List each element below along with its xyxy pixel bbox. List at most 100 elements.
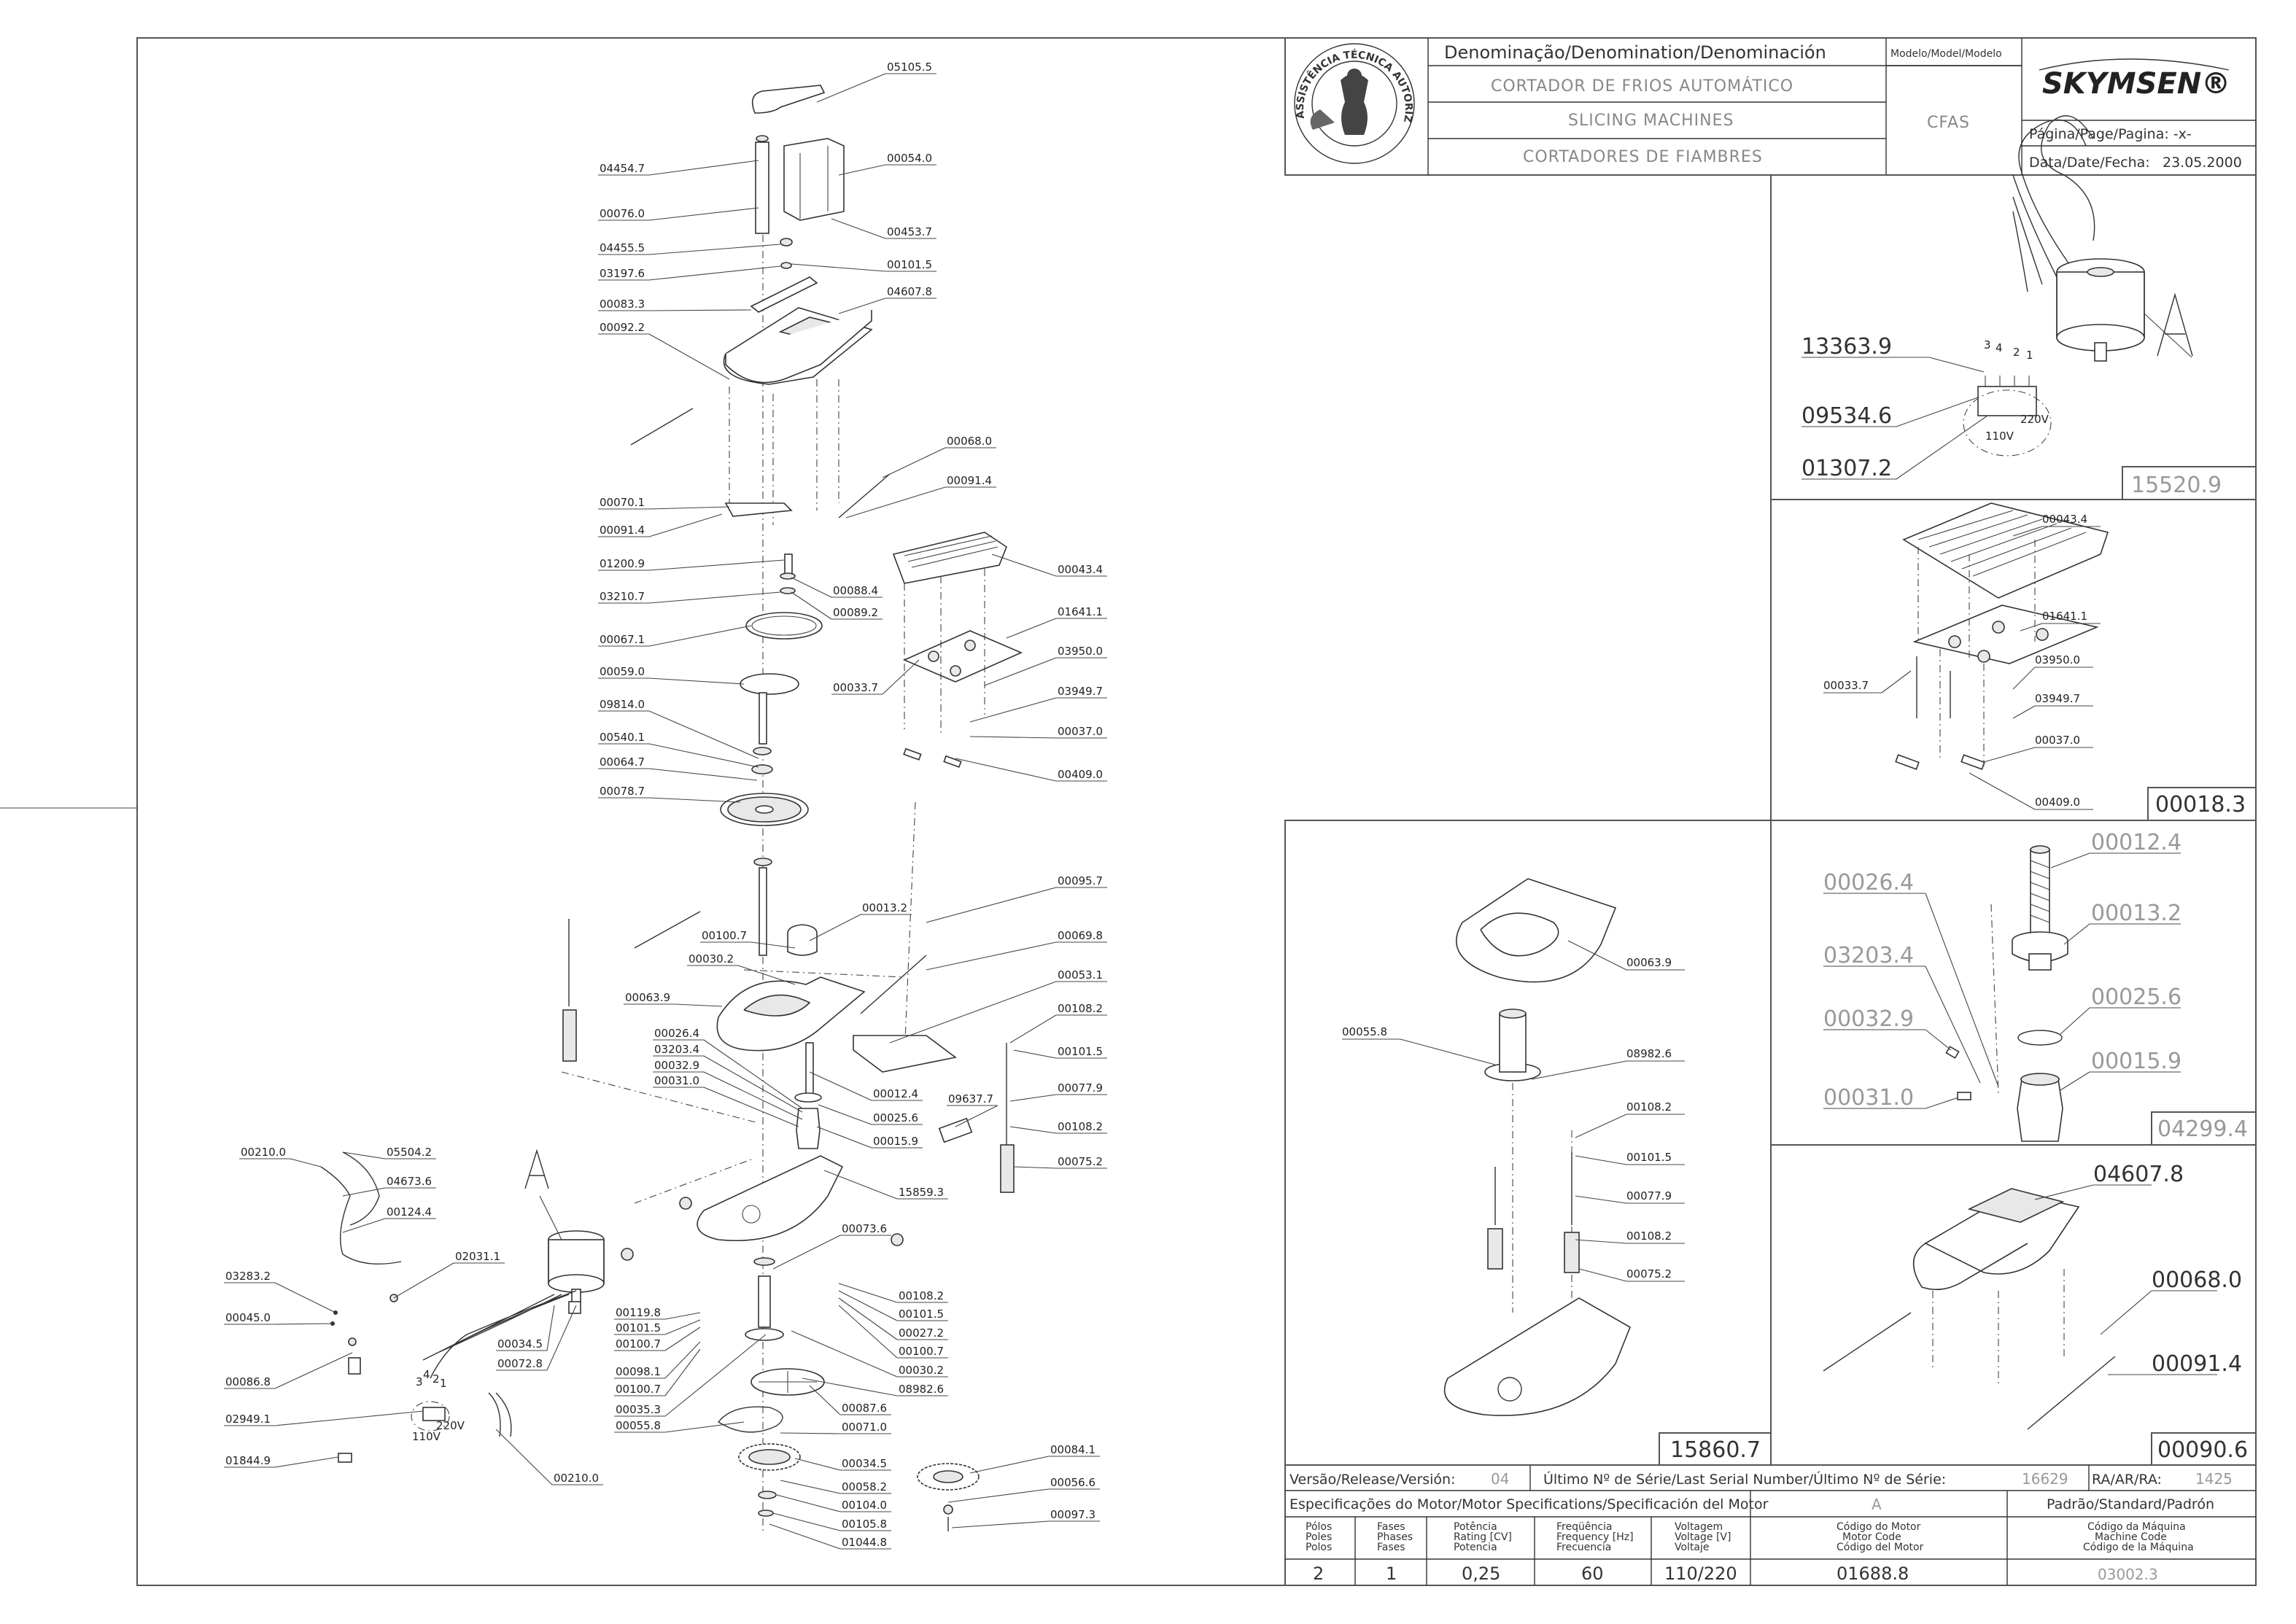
svg-text:03949.7: 03949.7 bbox=[1058, 685, 1103, 698]
col-phases-en: Phases bbox=[1377, 1531, 1413, 1543]
callout-00409-0: 00409.0 bbox=[2035, 796, 2080, 809]
svg-text:09637.7: 09637.7 bbox=[948, 1092, 993, 1106]
col-voltage-es: Voltaje bbox=[1675, 1542, 1710, 1553]
version-label: Versão/Release/Versión: bbox=[1289, 1472, 1456, 1488]
svg-text:00124.4: 00124.4 bbox=[387, 1205, 432, 1219]
callout-00453-7: 00453.7 bbox=[831, 218, 936, 239]
pusher-guard bbox=[783, 138, 845, 221]
col-machine-code-es: Código de la Máquina bbox=[2083, 1542, 2194, 1553]
svg-text:00068.0: 00068.0 bbox=[947, 435, 992, 448]
terminal-3: 3 bbox=[1984, 338, 1991, 351]
value-poles: 2 bbox=[1313, 1563, 1324, 1584]
svg-text:00031.0: 00031.0 bbox=[654, 1074, 699, 1087]
svg-text:15859.3: 15859.3 bbox=[899, 1186, 944, 1199]
col-frequency-en: Frequency [Hz] bbox=[1556, 1531, 1634, 1543]
denomination-header: Denominação/Denomination/Denominación bbox=[1444, 42, 1826, 63]
callout-00031-0: 00031.0 bbox=[653, 1074, 799, 1127]
callout-00045-0: 00045.0 bbox=[224, 1311, 333, 1325]
svg-text:00108.2: 00108.2 bbox=[1058, 1002, 1103, 1015]
callout-03950-0: 03950.0 bbox=[2035, 653, 2080, 667]
svg-text:03203.4: 03203.4 bbox=[654, 1043, 699, 1056]
svg-text:00104.0: 00104.0 bbox=[842, 1499, 887, 1512]
authorized-service-stamp: ASSISTÊNCIA TÉCNICA AUTORIZADA bbox=[0, 0, 1415, 164]
callout-00055-8: 00055.8 bbox=[614, 1419, 745, 1433]
col-frequency-es: Frecuencia bbox=[1556, 1542, 1611, 1553]
value-phases: 1 bbox=[1386, 1563, 1397, 1584]
pusher-rod bbox=[755, 141, 769, 234]
callout-00054-0: 00054.0 bbox=[838, 152, 936, 176]
svg-text:00108.2: 00108.2 bbox=[1058, 1120, 1103, 1133]
col-phases-es: Fases bbox=[1377, 1542, 1405, 1553]
svg-text:09814.0: 09814.0 bbox=[600, 698, 645, 711]
svg-text:00030.2: 00030.2 bbox=[689, 952, 734, 966]
col-voltage-pt: Voltagem bbox=[1675, 1521, 1723, 1533]
svg-text:00026.4: 00026.4 bbox=[654, 1027, 699, 1040]
detail-carriage-panel: 04607.8 00068.0 00091.4 00090.6 bbox=[1823, 1162, 2257, 1466]
callout-00059-0: 00059.0 bbox=[598, 665, 745, 685]
svg-text:00119.8: 00119.8 bbox=[616, 1306, 661, 1319]
detail-motor-panel: A 3 4 2 1 110V 220V 13363.9 09534.6 0130… bbox=[1801, 115, 2257, 500]
svg-text:00453.7: 00453.7 bbox=[887, 225, 932, 238]
motor-spec-header: Especificações do Motor/Motor Specificat… bbox=[1289, 1496, 1769, 1512]
callout-03949-7: 03949.7 bbox=[969, 685, 1107, 723]
base-column bbox=[1484, 1009, 1541, 1081]
slicing-blade bbox=[720, 793, 809, 826]
svg-text:00540.1: 00540.1 bbox=[600, 731, 645, 744]
col-rating-en: Rating [CV] bbox=[1454, 1531, 1512, 1543]
value-voltage: 110/220 bbox=[1664, 1563, 1737, 1584]
serial-value: 16629 bbox=[2022, 1470, 2068, 1488]
callout-00108-2b: 00108.2 bbox=[1626, 1229, 1672, 1243]
svg-text:00210.0: 00210.0 bbox=[554, 1472, 599, 1485]
terminal-block: 3 4 2 1 110V 220V bbox=[1963, 338, 2052, 456]
svg-text:00056.6: 00056.6 bbox=[1050, 1476, 1095, 1489]
side-cover bbox=[853, 1035, 957, 1073]
detail-knob-panel: 00012.4 00026.4 00013.2 03203.4 00025.6 … bbox=[1823, 830, 2257, 1146]
drive-belt bbox=[717, 1406, 783, 1433]
callout-00015-9: 00015.9 bbox=[2091, 1049, 2181, 1074]
callout-01044-8: 01044.8 bbox=[769, 1523, 891, 1550]
svg-text:00100.7: 00100.7 bbox=[616, 1337, 661, 1351]
date-label: Data/Date/Fecha: bbox=[2029, 155, 2150, 171]
svg-text:00053.1: 00053.1 bbox=[1058, 968, 1103, 982]
callout-00033-7: 00033.7 bbox=[1823, 679, 1869, 692]
callout-00026-4: 00026.4 bbox=[1823, 870, 1914, 895]
col-poles-es: Polos bbox=[1306, 1542, 1332, 1553]
col-voltage-en: Voltage [V] bbox=[1675, 1531, 1731, 1543]
svg-text:00095.7: 00095.7 bbox=[1058, 874, 1103, 887]
svg-text:03283.2: 03283.2 bbox=[225, 1270, 271, 1283]
callout-00035-3: 00035.3 bbox=[614, 1334, 767, 1417]
callout-01641-1: 01641.1 bbox=[1006, 605, 1107, 639]
version-value: 04 bbox=[1491, 1470, 1509, 1488]
callout-00043-4: 00043.4 bbox=[991, 553, 1107, 577]
callout-00100-7: 00100.7 bbox=[614, 1326, 701, 1351]
callout-00063-9: 00063.9 bbox=[624, 991, 723, 1007]
label-220v: 220V bbox=[2020, 413, 2049, 426]
callout-00108-2: 00108.2 bbox=[1009, 1002, 1107, 1044]
value-frequency: 60 bbox=[1581, 1563, 1604, 1584]
svg-text:01844.9: 01844.9 bbox=[225, 1454, 271, 1467]
callout-00058-2: 00058.2 bbox=[780, 1480, 891, 1494]
svg-text:00075.2: 00075.2 bbox=[1058, 1155, 1103, 1168]
detail-knob-code: 04299.4 bbox=[2157, 1116, 2248, 1142]
callout-00027-2: 00027.2 bbox=[838, 1297, 948, 1340]
stamp-text: ASSISTÊNCIA TÉCNICA AUTORIZADA bbox=[0, 0, 1414, 123]
base-plate bbox=[1443, 1297, 1632, 1416]
callout-00037-0: 00037.0 bbox=[2035, 734, 2080, 747]
callout-00095-7: 00095.7 bbox=[926, 874, 1107, 923]
svg-text:00100.7: 00100.7 bbox=[899, 1345, 944, 1358]
page-label: Página/Page/Pagina: -x- bbox=[2029, 126, 2192, 142]
svg-text:00033.7: 00033.7 bbox=[833, 681, 878, 694]
svg-text:04607.8: 04607.8 bbox=[887, 285, 932, 298]
callout-00077-9: 00077.9 bbox=[1626, 1189, 1672, 1203]
svg-text:00073.6: 00073.6 bbox=[842, 1222, 887, 1235]
svg-text:00045.0: 00045.0 bbox=[225, 1311, 271, 1324]
ra-value: 1425 bbox=[2195, 1470, 2233, 1488]
callout-00076-0: 00076.0 bbox=[598, 207, 759, 221]
callout-00098-1: 00098.1 bbox=[614, 1341, 701, 1379]
col-machine-code-pt: Código da Máquina bbox=[2087, 1521, 2186, 1533]
callout-00068-0: 00068.0 bbox=[882, 435, 996, 478]
svg-text:00043.4: 00043.4 bbox=[1058, 563, 1103, 576]
callout-00104-0: 00104.0 bbox=[776, 1494, 891, 1512]
svg-text:02031.1: 02031.1 bbox=[455, 1250, 500, 1263]
